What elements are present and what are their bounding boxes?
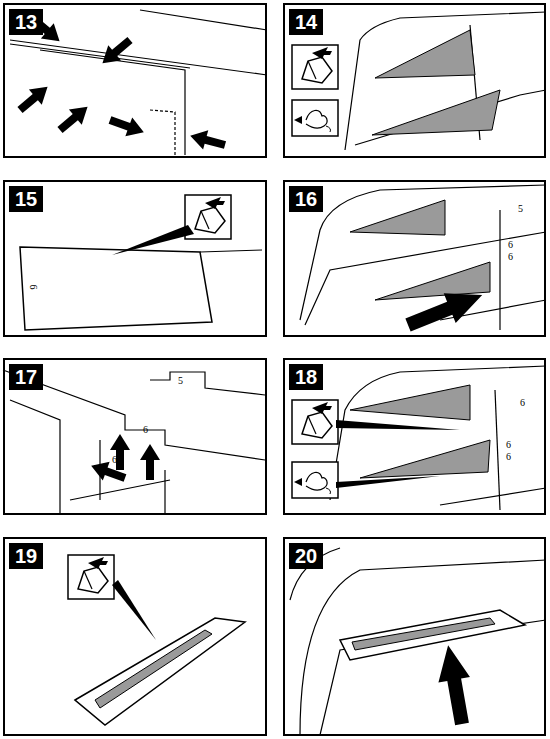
step-panel: 17 — [3, 358, 267, 515]
step-panel: 14 — [283, 3, 546, 158]
step-panel: 15 — [3, 180, 267, 337]
part-number: 6 — [506, 440, 511, 450]
step-number: 20 — [289, 543, 323, 569]
part-number: 6 — [508, 252, 513, 262]
part-number: 6 — [143, 425, 148, 435]
step-panel: 20 — [283, 537, 546, 736]
step-number: 13 — [9, 9, 43, 35]
step-number: 17 — [9, 364, 43, 390]
part-number: 6 — [520, 398, 525, 408]
part-number: 5 — [178, 376, 183, 386]
part-number: 6 — [28, 285, 38, 290]
step-number: 19 — [9, 543, 43, 569]
step-panel: 13 — [3, 3, 267, 158]
step-number: 18 — [289, 364, 323, 390]
step-panel: 18 — [283, 358, 546, 515]
step-number: 14 — [289, 9, 323, 35]
step-panel: 19 — [3, 537, 267, 736]
part-number: 5 — [518, 204, 523, 214]
step-number: 16 — [289, 186, 323, 212]
part-number: 6 — [112, 455, 117, 465]
step-panel: 16 — [283, 180, 546, 337]
part-number: 6 — [506, 452, 511, 462]
part-number: 6 — [508, 240, 513, 250]
step-number: 15 — [9, 186, 43, 212]
